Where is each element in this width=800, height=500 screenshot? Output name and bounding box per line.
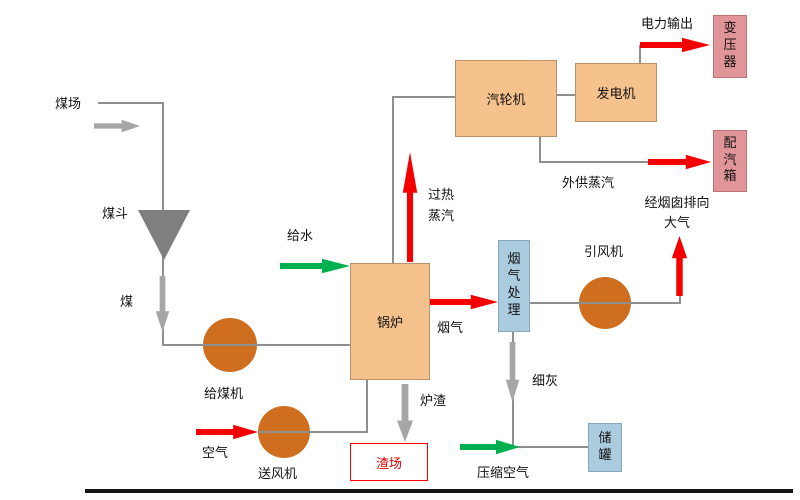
connector-turbine-generator (557, 94, 575, 96)
bottom-divider (85, 489, 793, 493)
induced-draft-fan-label: 引风机 (584, 245, 624, 260)
coal-label: 煤 (120, 295, 134, 310)
coal-flow-arrow-icon (155, 276, 170, 332)
connector-coalyard-horizontal (98, 102, 164, 104)
connector-blower-to-boiler (366, 380, 368, 433)
power-output-label: 电力输出 (641, 17, 694, 32)
slag-yard-label: 渣场 (375, 456, 402, 472)
feed-water-arrow-icon (280, 258, 350, 274)
connector-boiler-to-turbine-horizontal (392, 96, 455, 98)
superheated-steam-arrow-icon (402, 152, 418, 262)
connector-feeder-to-boiler (162, 344, 350, 346)
air-flow-arrow-icon (196, 424, 258, 440)
boiler-box: 锅炉 (350, 263, 430, 380)
connector-to-tank (512, 446, 588, 448)
generator-box: 发电机 (575, 63, 657, 122)
slag-arrow-icon (396, 384, 414, 442)
storage-tank-box: 储罐 (588, 423, 622, 472)
storage-tank-label: 储罐 (598, 430, 612, 463)
feed-water-label: 给水 (287, 229, 314, 244)
steam-distribution-label: 配汽箱 (723, 135, 737, 185)
compressed-air-arrow-icon (460, 439, 520, 455)
flue-gas-treatment-label: 烟气处理 (507, 252, 521, 318)
connector-fluetreat-to-fan (530, 302, 680, 304)
steam-turbine-label: 汽轮机 (486, 93, 526, 108)
external-steam-label: 外供蒸汽 (562, 176, 615, 191)
connector-blower-horizontal (258, 431, 368, 433)
external-steam-arrow-icon (648, 154, 711, 170)
slag-label: 炉渣 (420, 394, 447, 409)
flue-gas-arrow-icon (430, 294, 498, 310)
compressed-air-label: 压缩空气 (477, 466, 530, 481)
chimney-exhaust-label: 经烟囱排向大气 (644, 196, 710, 231)
connector-boiler-to-turbine-vertical (392, 96, 394, 264)
generator-label: 发电机 (596, 87, 636, 102)
air-label: 空气 (202, 446, 229, 461)
superheated-steam-label: 过热蒸汽 (428, 188, 455, 224)
connector-coalyard-vertical (162, 102, 164, 212)
steam-turbine-box: 汽轮机 (455, 60, 557, 137)
connector-external-steam (539, 161, 651, 163)
fine-ash-label: 细灰 (532, 374, 559, 389)
chimney-exhaust-arrow-icon (671, 236, 688, 296)
transformer-box: 变压器 (713, 15, 747, 78)
coal-hopper-label: 煤斗 (102, 207, 129, 222)
coal-feeder-label: 给煤机 (204, 387, 244, 402)
flue-gas-label: 烟气 (437, 321, 464, 336)
boiler-label: 锅炉 (376, 316, 403, 331)
power-output-arrow-icon (640, 37, 710, 53)
steam-distribution-box: 配汽箱 (713, 130, 747, 192)
coal-yard-label: 煤场 (55, 97, 82, 112)
coal-yard-flow-arrow-icon (94, 119, 140, 133)
connector-turbine-down (539, 137, 541, 163)
flue-gas-treatment-box: 烟气处理 (498, 240, 530, 332)
slag-yard-box: 渣场 (350, 443, 428, 481)
fine-ash-arrow-icon (505, 342, 520, 402)
forced-draft-fan-label: 送风机 (258, 467, 298, 482)
connector-generator-up (639, 45, 641, 63)
transformer-label: 变压器 (723, 21, 737, 70)
coal-hopper-funnel-icon (138, 210, 190, 260)
